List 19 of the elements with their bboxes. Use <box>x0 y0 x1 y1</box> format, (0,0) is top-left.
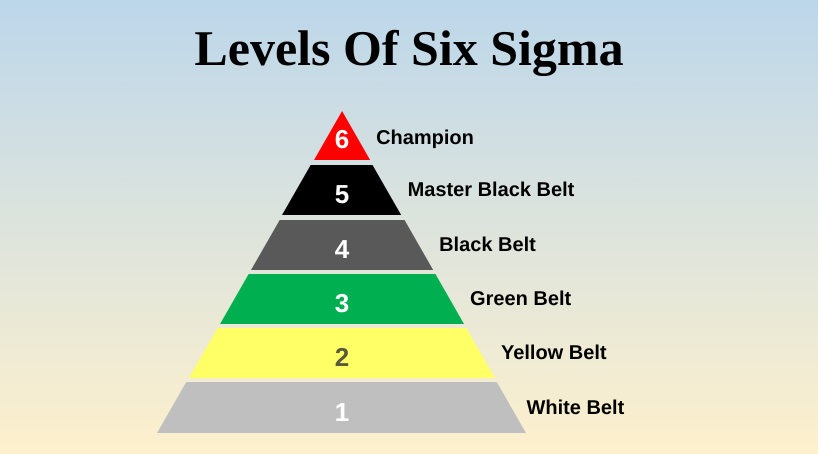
level-number: 4 <box>334 234 350 264</box>
level-label: Master Black Belt <box>408 178 574 202</box>
level-label: White Belt <box>526 396 624 420</box>
level-number: 1 <box>334 397 350 427</box>
pyramid-level <box>189 328 495 378</box>
title: Levels Of Six Sigma <box>193 19 625 78</box>
level-number: 6 <box>334 124 350 154</box>
level-label: Champion <box>376 126 474 150</box>
level-label: Black Belt <box>439 233 536 257</box>
pyramid-level <box>157 382 526 433</box>
level-label: Yellow Belt <box>500 341 607 365</box>
pyramid-level <box>250 220 434 270</box>
pyramid-level <box>314 111 370 160</box>
level-label: Green Belt <box>470 287 572 311</box>
pyramid-level <box>282 165 402 215</box>
level-number: 5 <box>334 179 350 209</box>
pyramid-level <box>220 274 464 324</box>
level-number: 2 <box>334 342 350 372</box>
level-number: 3 <box>334 288 350 318</box>
